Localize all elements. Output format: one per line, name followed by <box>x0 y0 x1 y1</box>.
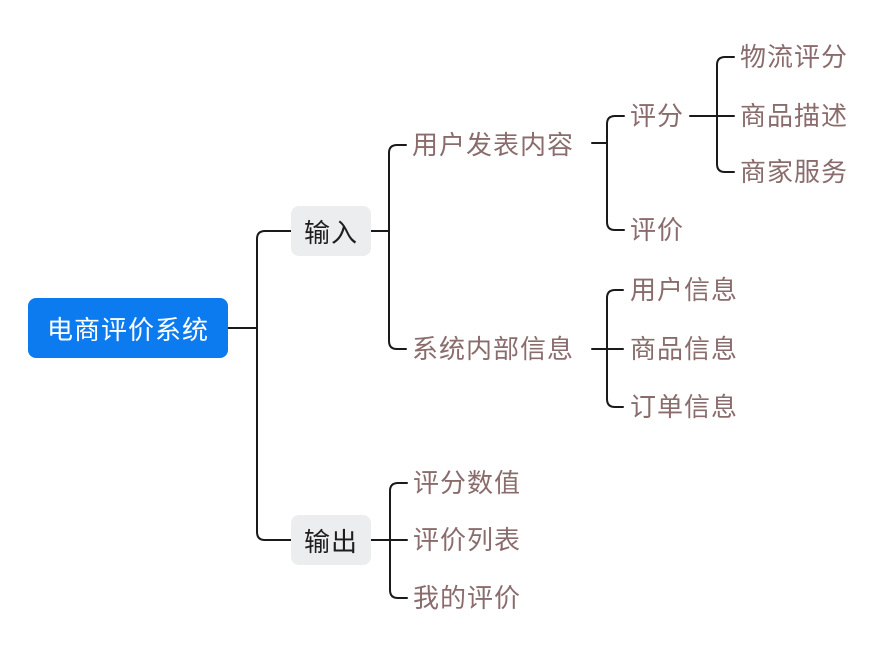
leaf-node-product-description[interactable]: 商品描述 <box>740 101 849 131</box>
central-topic-label: 电商评价系统 <box>46 314 209 345</box>
connector-rating-to-children <box>689 56 735 173</box>
leaf-node-merchant-service[interactable]: 商家服务 <box>740 157 849 187</box>
branch-input-label: 输入 <box>303 217 358 248</box>
connector-root-to-branches <box>227 230 292 541</box>
branch-node-output[interactable]: 输出 <box>291 515 371 565</box>
branch-node-input[interactable]: 输入 <box>291 206 371 256</box>
leaf-node-logistics-rating[interactable]: 物流评分 <box>740 42 849 72</box>
branch-output-label: 输出 <box>303 526 358 557</box>
leaf-node-product-info[interactable]: 商品信息 <box>630 334 739 364</box>
topic-node-review[interactable]: 评价 <box>630 215 685 245</box>
topic-node-user-content[interactable]: 用户发表内容 <box>412 130 575 160</box>
connector-output-to-children <box>370 482 408 599</box>
leaf-node-review-list[interactable]: 评价列表 <box>413 525 522 555</box>
leaf-node-order-info[interactable]: 订单信息 <box>630 392 739 422</box>
central-topic-node[interactable]: 电商评价系统 <box>28 298 228 358</box>
leaf-node-rating-value[interactable]: 评分数值 <box>413 468 522 498</box>
connector-usercontent-to-children <box>591 115 625 231</box>
leaf-node-my-review[interactable]: 我的评价 <box>413 583 522 613</box>
connector-systeminfo-to-children <box>591 289 624 408</box>
connector-input-to-topics <box>370 144 407 350</box>
topic-node-rating[interactable]: 评分 <box>630 101 685 131</box>
leaf-node-user-info[interactable]: 用户信息 <box>630 275 739 305</box>
topic-node-system-info[interactable]: 系统内部信息 <box>412 334 575 364</box>
